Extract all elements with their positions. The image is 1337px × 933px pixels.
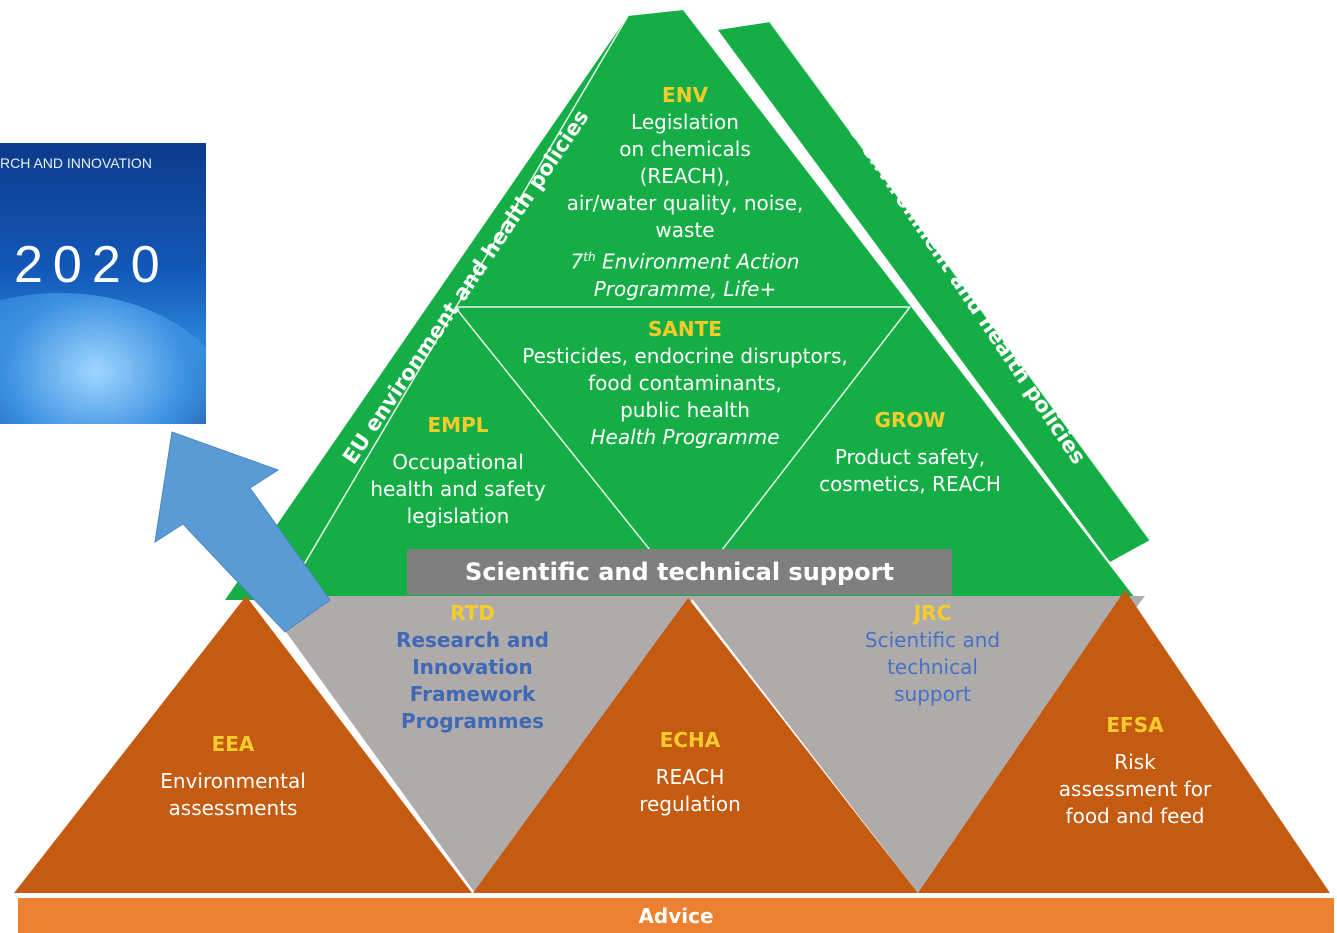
env-line-1: Legislation (631, 110, 739, 134)
empl-line-2: health and safety (370, 477, 546, 501)
env-line-2: on chemicals (619, 137, 751, 161)
sante-line-3: public health (620, 398, 750, 422)
env-block: ENV Legislation on chemicals (REACH), ai… (520, 82, 850, 303)
rtd-triangle (260, 596, 695, 893)
sante-block: SANTE Pesticides, endocrine disruptors, … (495, 316, 875, 451)
env-line-7: Programme, Life+ (593, 276, 777, 301)
rtd-line-4: Programmes (400, 709, 545, 733)
rtd-block: RTD Research and Innovation Framework Pr… (355, 600, 590, 735)
echa-block: ECHA REACH regulation (590, 727, 790, 818)
sante-line-4: Health Programme (590, 425, 780, 449)
echa-line-1: REACH (655, 765, 725, 789)
env-line-6-superscript: th (583, 250, 596, 264)
env-heading: ENV (662, 83, 708, 107)
efsa-line-3: food and feed (1065, 804, 1205, 828)
env-line-4: air/water quality, noise, (566, 191, 804, 215)
sante-heading: SANTE (648, 317, 722, 341)
badge-caption: RCH AND INNOVATION (0, 155, 152, 171)
env-line-3: (REACH), (639, 164, 731, 188)
eea-block: EEA Environmental assessments (128, 731, 338, 822)
sante-line-2: food contaminants, (588, 371, 782, 395)
horizon-2020-badge: RCH AND INNOVATION 2020 (0, 143, 206, 424)
empl-line-1: Occupational (392, 450, 524, 474)
empl-block: EMPL Occupational health and safety legi… (343, 412, 573, 530)
rtd-heading: RTD (450, 601, 495, 625)
jrc-line-2: technical (887, 655, 978, 679)
grow-line-2: cosmetics, REACH (819, 472, 1001, 496)
echa-heading: ECHA (659, 728, 721, 752)
efsa-triangle (918, 590, 1330, 893)
env-line-6-text: Environment Action (595, 249, 800, 274)
echa-line-2: regulation (639, 792, 741, 816)
grow-block: GROW Product safety, cosmetics, REACH (795, 407, 1025, 498)
advice-bar: Advice (18, 898, 1334, 933)
rtd-line-2: Innovation (412, 655, 533, 679)
rtd-line-3: Framework (409, 682, 536, 706)
eea-line-1: Environmental (160, 769, 306, 793)
grow-heading: GROW (874, 408, 946, 432)
efsa-line-2: assessment for (1058, 777, 1212, 801)
eea-heading: EEA (211, 732, 255, 756)
efsa-heading: EFSA (1106, 713, 1164, 737)
sante-line-1: Pesticides, endocrine disruptors, (522, 344, 848, 368)
grow-line-1: Product safety, (834, 445, 986, 469)
empl-heading: EMPL (427, 413, 489, 437)
left-policy-band (225, 10, 683, 600)
jrc-heading: JRC (913, 601, 952, 625)
echa-triangle (473, 598, 918, 893)
jrc-triangle (690, 596, 1145, 893)
jrc-line-1: Scientific and (864, 628, 1001, 652)
efsa-line-1: Risk (1114, 750, 1156, 774)
jrc-block: JRC Scientific and technical support (820, 600, 1045, 708)
eea-triangle (14, 596, 472, 893)
rtd-line-1: Research and (396, 628, 549, 652)
green-policy-pyramid (270, 10, 1135, 598)
right-policy-band (718, 22, 1150, 562)
jrc-line-3: support (894, 682, 971, 706)
env-line-6-number: 7 (570, 249, 584, 274)
env-line-6: 7th Environment Action (520, 244, 850, 276)
badge-year: 2020 (14, 236, 170, 294)
blue-arrow (154, 431, 331, 633)
empl-line-3: legislation (406, 504, 510, 528)
scientific-support-bar: Scientific and technical support (407, 549, 952, 595)
eea-line-2: assessments (168, 796, 298, 820)
env-line-5: waste (655, 218, 715, 242)
efsa-block: EFSA Risk assessment for food and feed (1030, 712, 1240, 830)
